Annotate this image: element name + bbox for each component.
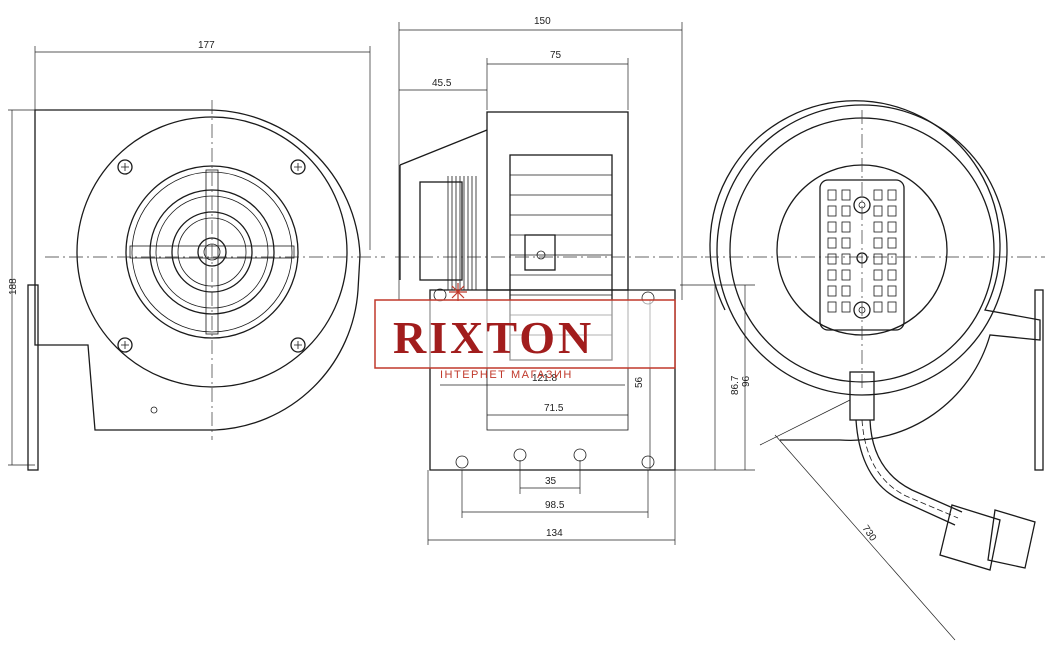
screw-icon: [117, 159, 306, 353]
dim-front-height: 188: [8, 278, 19, 295]
dim-height-86: 86.7: [730, 375, 741, 395]
dim-side-overall: 150: [534, 16, 551, 27]
dim-base-134: 134: [546, 528, 563, 539]
watermark-logo: RIXTON ІНТЕРНЕТ МАГАЗИН: [374, 283, 676, 381]
watermark-brand: RIXTON: [393, 312, 594, 363]
dim-base-121: 121.8: [532, 373, 557, 384]
dim-height-96: 96: [741, 375, 752, 387]
dim-height-56: 56: [634, 376, 645, 388]
dim-base-71: 71.5: [544, 403, 564, 414]
dim-base-98: 98.5: [545, 500, 565, 511]
dim-cable-length: 730: [860, 523, 879, 543]
front-view: [8, 46, 385, 471]
rear-view: [705, 100, 1045, 641]
dim-side-inlet: 45.5: [432, 78, 452, 89]
watermark-subtitle: ІНТЕРНЕТ МАГАЗИН: [440, 369, 573, 381]
side-view: [395, 22, 755, 545]
dim-front-width: 177: [198, 40, 215, 51]
dim-base-35: 35: [545, 476, 557, 487]
vent-slots: [827, 189, 897, 313]
sparkle-icon: [449, 283, 467, 301]
dim-side-motor: 75: [550, 50, 562, 61]
